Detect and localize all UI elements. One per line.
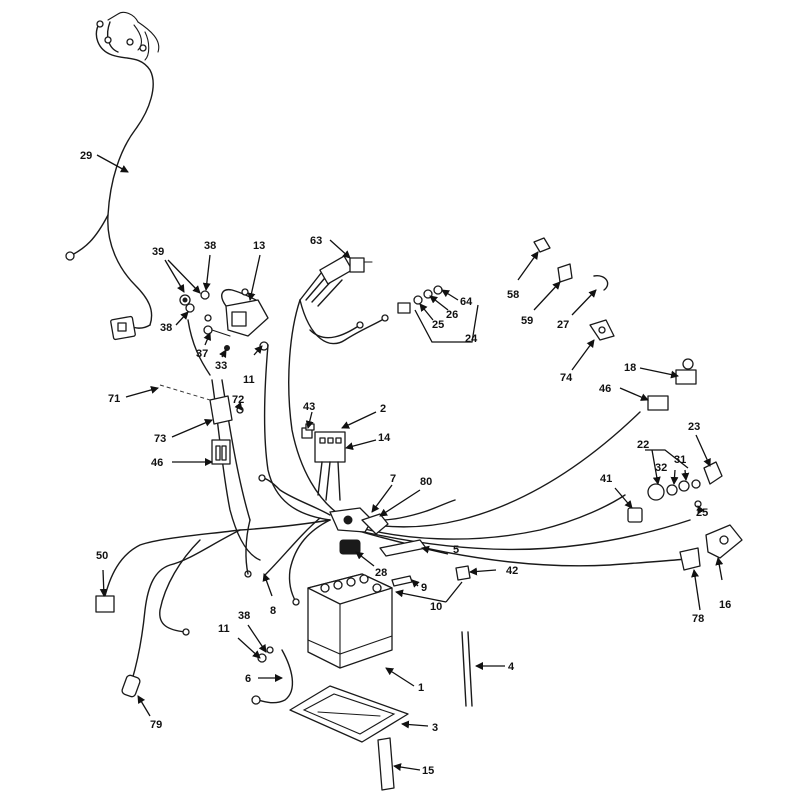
callout-78: 78 bbox=[692, 613, 704, 625]
callout-73: 73 bbox=[154, 433, 166, 445]
callout-15: 15 bbox=[422, 765, 434, 777]
cable-6 bbox=[251, 646, 294, 705]
callout-25-top: 25 bbox=[432, 319, 444, 331]
harness-29 bbox=[65, 11, 160, 341]
connector-63 bbox=[319, 255, 373, 285]
connector-14 bbox=[314, 431, 346, 501]
callout-2: 2 bbox=[380, 403, 386, 415]
hose-15 bbox=[377, 737, 395, 791]
callout-50: 50 bbox=[96, 550, 108, 562]
connector-46-left bbox=[211, 439, 231, 465]
callout-46-right: 46 bbox=[599, 383, 611, 395]
wingnut-42 bbox=[455, 565, 471, 581]
callout-58: 58 bbox=[507, 289, 519, 301]
callout-37: 37 bbox=[196, 348, 208, 360]
part-27 bbox=[593, 275, 609, 291]
solenoid-13 bbox=[187, 288, 269, 376]
callout-41: 41 bbox=[600, 473, 612, 485]
callout-7: 7 bbox=[390, 473, 396, 485]
callout-38-bottom: 38 bbox=[238, 610, 250, 622]
part-28 bbox=[339, 539, 361, 555]
callout-39: 39 bbox=[152, 246, 164, 258]
callout-38-top: 38 bbox=[204, 240, 216, 252]
part-46-right bbox=[647, 395, 669, 411]
callout-6: 6 bbox=[245, 673, 251, 685]
part-78 bbox=[679, 547, 701, 571]
callout-32: 32 bbox=[655, 462, 667, 474]
callout-38-mid: 38 bbox=[160, 322, 172, 334]
callout-labels: 29 39 38 13 63 58 38 37 33 11 64 26 25 2… bbox=[80, 150, 731, 777]
callout-71: 71 bbox=[108, 393, 120, 405]
part-18 bbox=[675, 358, 697, 385]
callout-11-top: 11 bbox=[243, 374, 255, 386]
callout-79: 79 bbox=[150, 719, 162, 731]
part-16 bbox=[705, 524, 743, 559]
part-59 bbox=[557, 263, 573, 283]
connector-79 bbox=[121, 674, 141, 698]
part-58 bbox=[533, 237, 551, 253]
leader-lines bbox=[96, 154, 724, 772]
tray-3 bbox=[289, 685, 409, 743]
callout-33: 33 bbox=[215, 360, 227, 372]
callout-4: 4 bbox=[508, 661, 515, 673]
callout-72: 72 bbox=[232, 394, 244, 406]
callout-16: 16 bbox=[719, 599, 731, 611]
callout-23: 23 bbox=[688, 421, 700, 433]
callout-11-bottom: 11 bbox=[218, 623, 230, 635]
callout-28: 28 bbox=[375, 567, 387, 579]
callout-3: 3 bbox=[432, 722, 438, 734]
bracket-73 bbox=[159, 384, 244, 425]
callout-13: 13 bbox=[253, 240, 265, 252]
callout-18: 18 bbox=[624, 362, 636, 374]
callout-1: 1 bbox=[418, 682, 424, 694]
callout-29: 29 bbox=[80, 150, 92, 162]
callout-31: 31 bbox=[674, 454, 686, 466]
callout-74: 74 bbox=[560, 372, 573, 384]
callout-64: 64 bbox=[460, 296, 473, 308]
callout-27: 27 bbox=[557, 319, 569, 331]
callout-46-left: 46 bbox=[151, 457, 163, 469]
harness-trunk bbox=[103, 267, 696, 681]
part-74 bbox=[589, 319, 615, 341]
callout-8: 8 bbox=[270, 605, 276, 617]
rod-4 bbox=[461, 631, 473, 707]
battery-1 bbox=[307, 573, 393, 669]
connector-50 bbox=[95, 595, 115, 613]
callout-22: 22 bbox=[637, 439, 649, 451]
callout-25-right: 25 bbox=[696, 507, 708, 519]
callout-26: 26 bbox=[446, 309, 458, 321]
callout-24: 24 bbox=[465, 333, 478, 345]
callout-59: 59 bbox=[521, 315, 533, 327]
callout-14: 14 bbox=[378, 432, 391, 444]
callout-10: 10 bbox=[430, 601, 442, 613]
hardware-39-38 bbox=[179, 290, 212, 322]
ignition-switch bbox=[627, 461, 723, 523]
callout-80: 80 bbox=[420, 476, 432, 488]
callout-5: 5 bbox=[453, 544, 459, 556]
component-80 bbox=[361, 513, 389, 535]
callout-63: 63 bbox=[310, 235, 322, 247]
callout-42: 42 bbox=[506, 565, 518, 577]
callout-43: 43 bbox=[303, 401, 315, 413]
bolt-9 bbox=[391, 575, 413, 587]
callout-9: 9 bbox=[421, 582, 427, 594]
